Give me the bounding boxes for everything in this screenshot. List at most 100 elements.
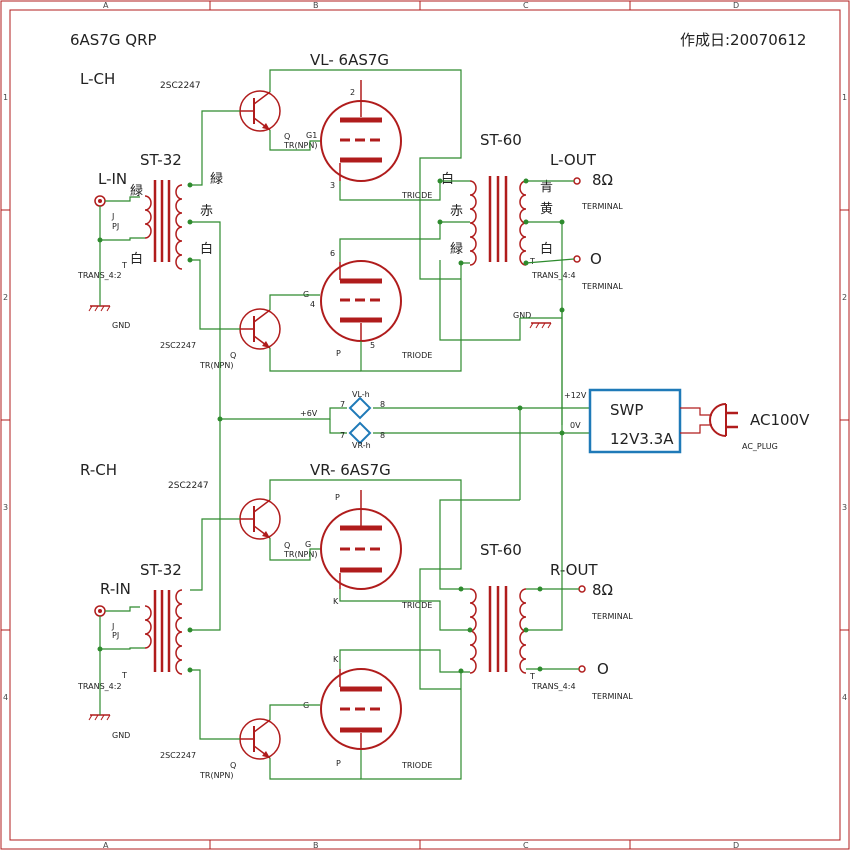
right-gnd-label: GND (112, 731, 130, 740)
right-terminal-8: TERMINAL (591, 612, 633, 621)
left-output-transformer-icon (469, 176, 527, 266)
frame-row-1-right: 1 (842, 93, 847, 102)
left-tr1-q: Q (284, 132, 290, 141)
left-out-trans-label: ST-60 (480, 131, 522, 149)
ac-voltage-label: AC100V (750, 411, 810, 429)
right-input-jack-center-icon (98, 609, 102, 613)
left-in-white: 白 (200, 241, 213, 257)
left-tr2-npn: TR(NPN) (199, 361, 233, 370)
plus12v-label: +12V (564, 391, 587, 400)
right-tr2-q: Q (230, 761, 236, 770)
left-pin6: 6 (330, 249, 335, 258)
left-in-red: 赤 (200, 204, 213, 219)
left-out-white: 白 (441, 171, 454, 187)
right-heater-icon (348, 421, 372, 445)
left-tube-label: VL- 6AS7G (310, 51, 389, 69)
frame-row-4: 4 (3, 693, 8, 702)
frame-row-4-right: 4 (842, 693, 847, 702)
right-p-b: P (336, 759, 341, 768)
frame-col-a: A (103, 1, 109, 10)
right-tap-0: O (597, 660, 609, 678)
left-jack-pj: PJ (112, 222, 119, 231)
left-ground2-icon (529, 322, 552, 329)
right-tr2-npn: TR(NPN) (199, 771, 233, 780)
right-tr2-label: 2SC2247 (160, 751, 196, 760)
right-g-a: G (305, 540, 311, 549)
left-transistor-2-icon (239, 308, 281, 350)
right-triode-a: TRIODE (401, 601, 432, 610)
left-in-green-b: 緑 (210, 172, 223, 187)
right-tap-8ohm: 8Ω (592, 581, 613, 599)
right-jack-j: J (111, 622, 114, 631)
frame-row-1: 1 (3, 93, 8, 102)
left-in-trans-label: ST-32 (140, 151, 182, 169)
left-input-transformer-icon (144, 180, 183, 270)
right-transistor-1-icon (239, 498, 281, 540)
left-transistor-1-icon (239, 90, 281, 132)
left-channel-label: L-CH (80, 70, 115, 88)
right-jack-pj: PJ (112, 631, 119, 640)
right-in-t: T (121, 671, 127, 680)
left-out-red: 赤 (450, 204, 463, 219)
frame-row-2-right: 2 (842, 293, 847, 302)
right-channel: R-CH VR- 6AS7G 2SC2247 ST-32 R-IN ST-60 … (77, 419, 633, 780)
right-tube-label: VR- 6AS7G (310, 461, 391, 479)
right-output-transformer-icon (469, 586, 527, 674)
right-k-a: K (333, 597, 339, 606)
left-input-jack-center-icon (98, 199, 102, 203)
drawing-date: 作成日:20070612 (680, 31, 806, 49)
left-terminal-0-icon (573, 255, 581, 263)
left-output-label: L-OUT (550, 151, 597, 169)
left-channel: L-CH VL- 6AS7G 2SC2247 ST-32 L-IN ST-60 … (77, 51, 623, 425)
ac-plug-icon (709, 403, 738, 437)
right-triode-b: TRIODE (401, 761, 432, 770)
right-input-transformer-icon (144, 589, 183, 675)
left-heater-label: VL-h (352, 390, 370, 399)
left-terminal-8: TERMINAL (581, 202, 623, 211)
left-in-t: T (121, 261, 127, 270)
left-tap-0: O (590, 250, 602, 268)
right-output-label: R-OUT (550, 561, 598, 579)
left-p-b: P (336, 349, 341, 358)
left-tr1-label: 2SC2247 (160, 81, 201, 91)
frame-row-2: 2 (3, 293, 8, 302)
frame-col-a-bottom: A (103, 841, 109, 850)
ac-plug-label: AC_PLUG (742, 442, 778, 451)
frame-col-c-bottom: C (523, 841, 529, 850)
right-ground-icon (88, 714, 111, 721)
right-input-label: R-IN (100, 580, 131, 598)
right-terminal-0-icon (578, 665, 586, 673)
supply-rating: 12V3.3A (610, 430, 674, 448)
right-trans-out-label: TRANS_4:4 (531, 682, 576, 691)
right-heater-label: VR-h (352, 441, 371, 450)
left-pin3: 3 (330, 181, 335, 190)
left-terminal-8-icon (573, 177, 581, 185)
left-out-green: 緑 (450, 242, 463, 257)
right-tr1-label: 2SC2247 (168, 481, 209, 491)
heater-l-pin7: 7 (340, 400, 345, 409)
switching-supply-box (588, 388, 682, 454)
right-k-b: K (333, 655, 339, 664)
left-ground-icon (88, 305, 111, 312)
frame-col-b-bottom: B (313, 841, 319, 850)
plus6v-label: +6V (300, 409, 318, 418)
right-out-t: T (529, 672, 535, 681)
left-triode-b: TRIODE (401, 351, 432, 360)
frame-col-d-bottom: D (733, 841, 739, 850)
heater-r-pin8: 8 (380, 431, 385, 440)
zero-v-label: 0V (570, 421, 581, 430)
right-in-trans-label: ST-32 (140, 561, 182, 579)
left-trans-in-label: TRANS_4:2 (77, 271, 122, 280)
right-triode-a-icon (320, 490, 402, 590)
left-out-blue: 青 (540, 180, 553, 195)
left-in-white-a: 白 (130, 251, 143, 267)
left-input-label: L-IN (98, 170, 127, 188)
power-section: VL-h VR-h 7 8 7 8 +6V +12V 0V SWP 12V3.3… (217, 310, 810, 500)
right-triode-b-icon (320, 668, 402, 750)
left-pin4: 4 (310, 300, 315, 309)
right-terminal-0: TERMINAL (591, 692, 633, 701)
left-wiring (97, 69, 575, 425)
frame-row-3: 3 (3, 503, 8, 512)
